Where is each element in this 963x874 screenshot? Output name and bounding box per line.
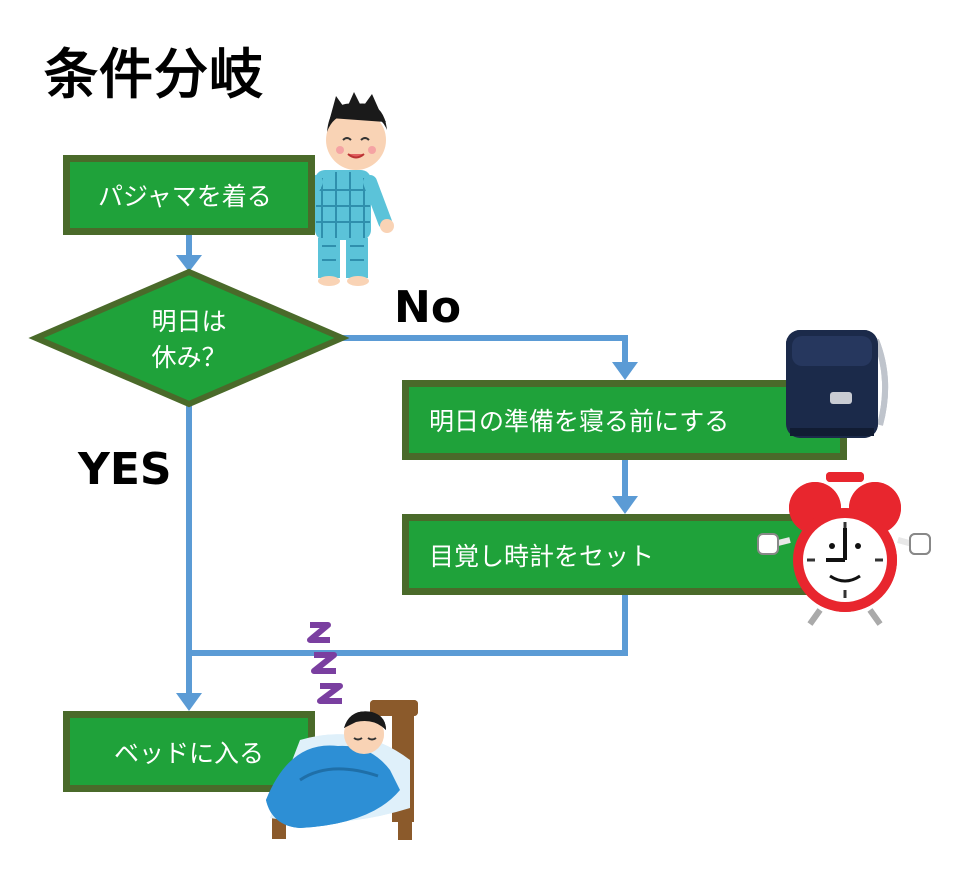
step-label: 明日の準備を寝る前にする xyxy=(429,407,730,436)
step-go-to-bed: ベッドに入る xyxy=(63,711,315,792)
step-label: ベッドに入る xyxy=(114,738,265,768)
page-title: 条件分岐 xyxy=(44,43,264,106)
step-set-alarm-clock: 目覚し時計をセット xyxy=(402,514,847,595)
decision-label-line2: 休み？ xyxy=(151,343,226,372)
arrowhead-alarm xyxy=(612,496,638,514)
arrowhead-decision xyxy=(176,255,202,272)
step-label: パジャマを着る xyxy=(98,182,272,211)
arrowhead-bed xyxy=(176,693,202,711)
arrow-no-branch xyxy=(342,335,628,370)
branch-label-yes: YES xyxy=(78,444,172,495)
step-label: 目覚し時計をセット xyxy=(429,541,655,571)
arrowhead-prepare xyxy=(612,362,638,380)
line-alarm-to-merge xyxy=(189,595,628,656)
decision-diamond xyxy=(28,268,350,408)
zzz-icon xyxy=(307,622,343,704)
step-put-on-pajamas: パジャマを着る xyxy=(63,155,315,235)
decision-label-line1: 明日は xyxy=(151,307,226,336)
branch-label-no: No xyxy=(394,282,462,333)
step-prepare-for-tomorrow: 明日の準備を寝る前にする xyxy=(402,380,847,460)
